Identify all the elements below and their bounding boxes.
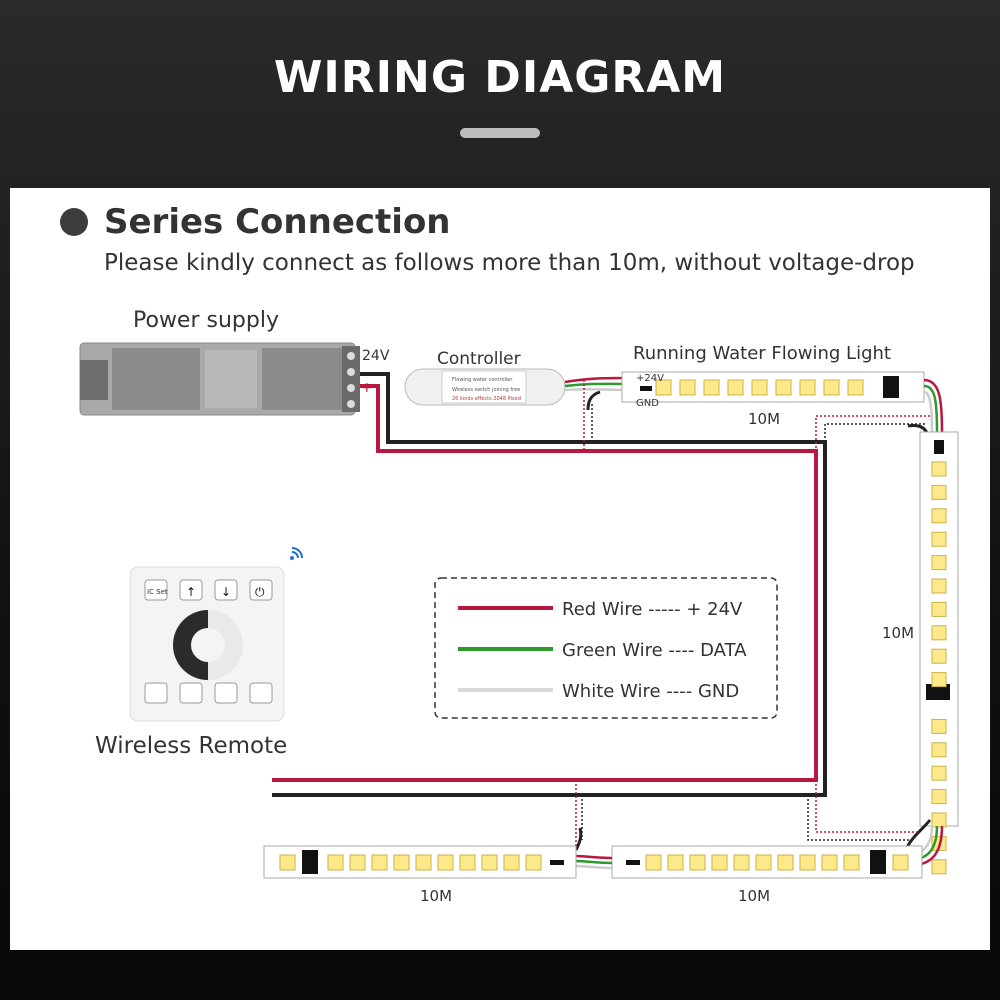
controller-line-2: Wireless switch joining free	[452, 387, 520, 393]
power-supply-label: Power supply	[133, 308, 279, 333]
strip-gnd-label: GND	[636, 398, 659, 409]
power-supply-unit	[79, 342, 360, 416]
led-chip	[821, 854, 838, 871]
led-chip	[931, 718, 947, 734]
strip-plus-label: +24V	[636, 373, 664, 384]
voltage-label: 24V	[362, 348, 390, 364]
led-chip	[799, 854, 816, 871]
led-chip	[775, 379, 792, 396]
led-chip	[847, 379, 864, 396]
led-chip	[931, 859, 947, 875]
led-chip	[645, 854, 662, 871]
remote-ic-set-button: IC Set	[147, 588, 168, 596]
led-chip	[931, 508, 947, 524]
led-chip	[437, 854, 454, 871]
led-chip	[703, 379, 720, 396]
led-chip	[823, 379, 840, 396]
led-chip	[931, 601, 947, 617]
led-chip	[655, 379, 672, 396]
led-chip	[689, 854, 706, 871]
led-chip	[371, 854, 388, 871]
title-underline	[460, 128, 540, 138]
controller-line-3: 26 kinds effects 2048 Pixed	[452, 396, 521, 402]
remote-up-button: ↑	[186, 585, 196, 599]
led-chip	[843, 854, 860, 871]
led-chip	[931, 484, 947, 500]
strip2-length: 10M	[882, 624, 914, 642]
led-chip	[349, 854, 366, 871]
led-chip	[931, 742, 947, 758]
led-chip	[679, 379, 696, 396]
led-strip-1	[621, 371, 925, 403]
led-chip	[931, 578, 947, 594]
ground-wire	[272, 372, 827, 797]
led-chip	[931, 555, 947, 571]
strip-title: Running Water Flowing Light	[633, 343, 891, 364]
led-chip	[667, 854, 684, 871]
legend-green-text: Green Wire ---- DATA	[562, 640, 747, 661]
led-chip	[481, 854, 498, 871]
legend-white-text: White Wire ---- GND	[562, 681, 739, 702]
strip3-length: 10M	[738, 887, 770, 905]
led-chip	[711, 854, 728, 871]
remote-label: Wireless Remote	[95, 733, 288, 759]
led-chip	[931, 812, 947, 828]
section-subtitle: Please kindly connect as follows more th…	[104, 250, 915, 276]
power-wire	[272, 384, 818, 782]
led-chip	[931, 625, 947, 641]
wireless-remote	[129, 566, 285, 722]
controller-line-1: Flowing water controller	[452, 377, 513, 383]
led-chip	[799, 379, 816, 396]
strip4-length: 10M	[420, 887, 452, 905]
bullet-icon	[60, 208, 88, 236]
led-chip	[279, 854, 296, 871]
remote-power-button: ⏻	[255, 585, 265, 599]
led-chip	[777, 854, 794, 871]
remote-down-button: ↓	[221, 585, 231, 599]
wifi-signal-icon	[290, 547, 303, 560]
led-chip	[931, 461, 947, 477]
page-title: WIRING DIAGRAM	[273, 52, 727, 103]
section-title: Series Connection	[104, 202, 451, 242]
strip1-length: 10M	[748, 410, 780, 428]
controller-unit: Flowing water controller Wireless switch…	[404, 368, 566, 406]
led-chip	[755, 854, 772, 871]
led-chip	[503, 854, 520, 871]
led-chip	[525, 854, 542, 871]
led-chip	[393, 854, 410, 871]
led-chip	[751, 379, 768, 396]
controller-label: Controller	[437, 349, 521, 369]
led-chip	[892, 854, 909, 871]
led-chip	[931, 789, 947, 805]
led-chip	[733, 854, 750, 871]
led-chip	[931, 765, 947, 781]
led-chip	[931, 648, 947, 664]
legend-box	[434, 577, 778, 719]
led-chip	[459, 854, 476, 871]
led-chip	[931, 531, 947, 547]
led-chip	[727, 379, 744, 396]
led-chip	[327, 854, 344, 871]
led-chip	[415, 854, 432, 871]
legend-red-text: Red Wire ----- + 24V	[562, 599, 743, 620]
led-chip	[931, 672, 947, 688]
